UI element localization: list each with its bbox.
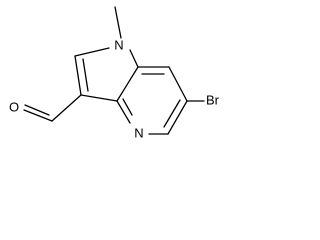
bond-c5-c6 (167, 100, 188, 135)
bond-c7a-n1 (129, 49, 139, 68)
bond-n1-methyl (114, 6, 122, 39)
bond-c5-c6-inner (163, 99, 181, 128)
bond-cho-o (23, 109, 53, 122)
bond-c2-c3-inner (82, 58, 89, 92)
bond-c2-c3 (74, 55, 82, 96)
bond-c3-cho (51, 94, 82, 122)
bond-c6-c7 (168, 66, 188, 102)
bond-n1-c2 (74, 47, 110, 57)
atom-label-n1: N (114, 37, 123, 52)
atom-label-br: Br (206, 92, 220, 107)
bond-c3a-c7a (116, 66, 139, 102)
chemical-structure: N N Br O (9, 6, 220, 140)
bond-c3a-n4 (116, 100, 131, 124)
atom-label-n4: N (134, 125, 143, 140)
bond-c3-c3a (80, 94, 118, 102)
bond-c3a-n4-inner (122, 98, 133, 116)
bond-cho-o-inner (24, 104, 50, 116)
atom-label-o: O (9, 99, 19, 114)
